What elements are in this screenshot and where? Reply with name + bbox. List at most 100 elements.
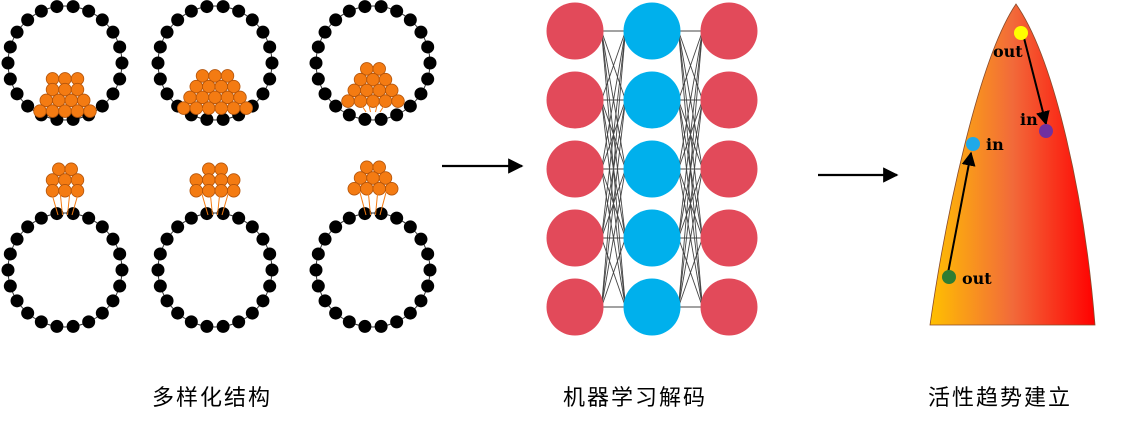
support-atom bbox=[3, 279, 17, 293]
support-atom bbox=[1, 56, 15, 70]
label-in-right: in bbox=[1020, 110, 1038, 129]
neuron bbox=[700, 2, 758, 60]
connection-line bbox=[601, 99, 626, 308]
support-atom bbox=[106, 25, 120, 39]
support-atom bbox=[34, 4, 48, 18]
support-atom bbox=[245, 220, 259, 234]
neuron bbox=[623, 278, 681, 336]
support-atom bbox=[95, 13, 109, 27]
neuron bbox=[700, 140, 758, 198]
cluster-atom bbox=[372, 62, 386, 76]
support-atom bbox=[329, 99, 343, 113]
cluster-atom bbox=[347, 182, 361, 196]
support-atom bbox=[66, 319, 80, 333]
support-atom bbox=[374, 0, 388, 14]
support-atom bbox=[390, 108, 404, 122]
support-atom bbox=[403, 13, 417, 27]
support-atom bbox=[21, 306, 35, 320]
support-atom bbox=[1, 263, 15, 277]
support-atom bbox=[106, 87, 120, 101]
support-atom bbox=[329, 306, 343, 320]
caption-ml-decoding: 机器学习解码 bbox=[563, 386, 708, 411]
support-atom bbox=[358, 0, 372, 14]
structure-1 bbox=[1, 0, 129, 126]
support-atom bbox=[171, 13, 185, 27]
cluster-bond bbox=[217, 190, 221, 216]
cluster-bond bbox=[221, 107, 230, 113]
connection-line bbox=[601, 30, 626, 308]
cluster-bond bbox=[358, 188, 367, 216]
support-atom bbox=[66, 0, 80, 14]
hidden-layer bbox=[623, 2, 681, 336]
support-atom bbox=[421, 247, 435, 261]
support-atom bbox=[184, 315, 198, 329]
neuron bbox=[623, 71, 681, 129]
caption-diverse-structures: 多样化结构 bbox=[152, 386, 273, 411]
support-atom bbox=[232, 315, 246, 329]
support-atom bbox=[115, 263, 129, 277]
support-atom bbox=[171, 306, 185, 320]
support-atom bbox=[263, 247, 277, 261]
support-atom bbox=[329, 13, 343, 27]
support-atom bbox=[200, 207, 214, 221]
cluster-bond bbox=[59, 190, 63, 216]
support-atom bbox=[171, 220, 185, 234]
support-atom bbox=[200, 319, 214, 333]
neural-network-panel bbox=[546, 2, 758, 336]
green-point bbox=[942, 270, 956, 284]
cluster-bond bbox=[200, 190, 209, 216]
cluster-bond bbox=[50, 110, 59, 113]
cluster-bond bbox=[217, 107, 221, 113]
label-out-bottom: out bbox=[962, 269, 992, 288]
neuron bbox=[546, 71, 604, 129]
connection-line bbox=[601, 30, 626, 170]
connection-line bbox=[678, 30, 703, 239]
label-in-left: in bbox=[986, 135, 1004, 154]
connections bbox=[601, 30, 703, 308]
activity-trend-panel: out in in out bbox=[929, 3, 1096, 326]
cluster-atom bbox=[372, 182, 386, 196]
support-atom bbox=[358, 207, 372, 221]
support-atom bbox=[153, 279, 167, 293]
neuron bbox=[700, 71, 758, 129]
connection-line bbox=[678, 237, 703, 308]
cluster-bond bbox=[67, 110, 71, 113]
cluster-bond bbox=[200, 107, 209, 113]
support-atom bbox=[216, 0, 230, 14]
cluster-bond bbox=[379, 188, 388, 216]
diverse-structures-panel bbox=[1, 0, 437, 333]
cluster-atom bbox=[202, 101, 216, 115]
support-atom bbox=[423, 263, 437, 277]
support-atom bbox=[10, 294, 24, 308]
support-atom bbox=[311, 40, 325, 54]
connection-line bbox=[601, 168, 626, 308]
support-atom bbox=[184, 4, 198, 18]
support-atom bbox=[318, 232, 332, 246]
cluster-atom bbox=[220, 69, 235, 83]
structure-5 bbox=[151, 162, 279, 333]
cluster-bond bbox=[221, 190, 230, 216]
support-atom bbox=[151, 56, 165, 70]
support-atom bbox=[153, 247, 167, 261]
cluster-atom bbox=[239, 101, 253, 115]
support-atom bbox=[318, 294, 332, 308]
support-atom bbox=[106, 294, 120, 308]
purple-point bbox=[1039, 124, 1053, 138]
support-atom bbox=[265, 263, 279, 277]
support-atom bbox=[200, 112, 214, 126]
support-atom bbox=[421, 279, 435, 293]
support-atom bbox=[256, 294, 270, 308]
support-atom bbox=[95, 220, 109, 234]
support-atom bbox=[311, 247, 325, 261]
cluster-atom bbox=[227, 79, 241, 94]
connection-line bbox=[678, 99, 703, 308]
support-atom bbox=[82, 211, 96, 225]
support-atom bbox=[414, 87, 428, 101]
neuron bbox=[700, 209, 758, 267]
support-atom bbox=[160, 294, 174, 308]
support-atom bbox=[414, 294, 428, 308]
cluster-atom bbox=[64, 162, 78, 176]
support-atom bbox=[3, 40, 17, 54]
support-atom bbox=[21, 220, 35, 234]
